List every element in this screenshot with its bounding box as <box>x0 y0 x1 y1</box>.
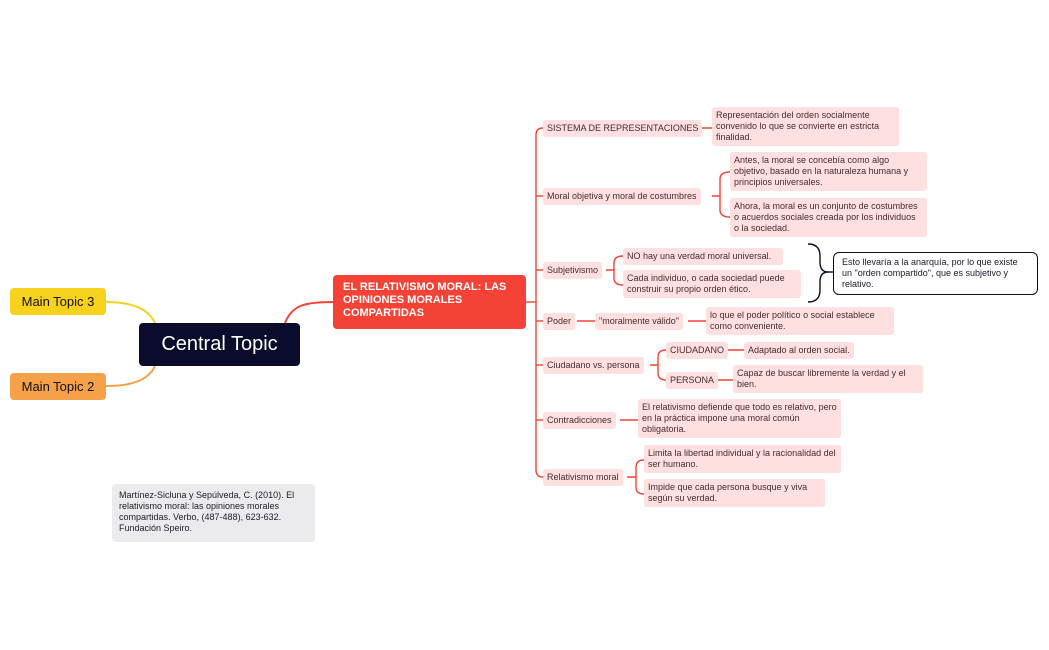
leaf-contradicciones[interactable]: El relativismo defiende que todo es rela… <box>638 399 841 438</box>
topic-relativismo-moral[interactable]: EL RELATIVISMO MORAL: LAS OPINIONES MORA… <box>333 275 526 329</box>
leaf-persona[interactable]: Capaz de buscar libremente la verdad y e… <box>733 365 923 393</box>
subtopic-contradicciones[interactable]: Contradicciones <box>543 412 616 429</box>
subtopic-sistema[interactable]: SISTEMA DE REPRESENTACIONES <box>543 120 703 137</box>
main-topic-2[interactable]: Main Topic 2 <box>10 373 106 400</box>
subtopic-poder[interactable]: Poder <box>543 313 576 330</box>
main-topic-3[interactable]: Main Topic 3 <box>10 288 106 315</box>
node-ciudadano[interactable]: CIUDADANO <box>666 342 729 359</box>
subtopic-moral[interactable]: Moral objetiva y moral de costumbres <box>543 188 701 205</box>
node-persona[interactable]: PERSONA <box>666 372 719 389</box>
leaf-moral-ahora[interactable]: Ahora, la moral es un conjunto de costum… <box>730 198 927 237</box>
leaf-moral-antes[interactable]: Antes, la moral se concebía como algo ob… <box>730 152 927 191</box>
central-topic[interactable]: Central Topic <box>139 323 300 366</box>
leaf-ciudadano[interactable]: Adaptado al orden social. <box>744 342 854 359</box>
subtopic-ciudadano[interactable]: Ciudadano vs. persona <box>543 357 644 374</box>
leaf-sistema[interactable]: Representación del orden socialmente con… <box>712 107 899 146</box>
callout-anarquia[interactable]: Esto llevaría a la anarquía, por lo que … <box>833 252 1038 295</box>
leaf-poder[interactable]: lo que el poder político o social establ… <box>706 307 894 335</box>
leaf-subjetivismo-no-verdad[interactable]: NO hay una verdad moral universal. <box>623 248 783 265</box>
citation-note[interactable]: Martínez-Sicluna y Sepúlveda, C. (2010).… <box>112 484 315 542</box>
leaf-subjetivismo-cada-individuo[interactable]: Cada individuo, o cada sociedad puede co… <box>623 270 801 298</box>
subtopic-subjetivismo[interactable]: Subjetivismo <box>543 262 603 279</box>
subtopic-relativismo[interactable]: Relativismo moral <box>543 469 623 486</box>
leaf-relativismo-limita[interactable]: Limita la libertad individual y la racio… <box>644 445 841 473</box>
leaf-relativismo-impide[interactable]: Impide que cada persona busque y viva se… <box>644 479 825 507</box>
node-moralmente-valido[interactable]: "moralmente válido" <box>595 313 683 330</box>
